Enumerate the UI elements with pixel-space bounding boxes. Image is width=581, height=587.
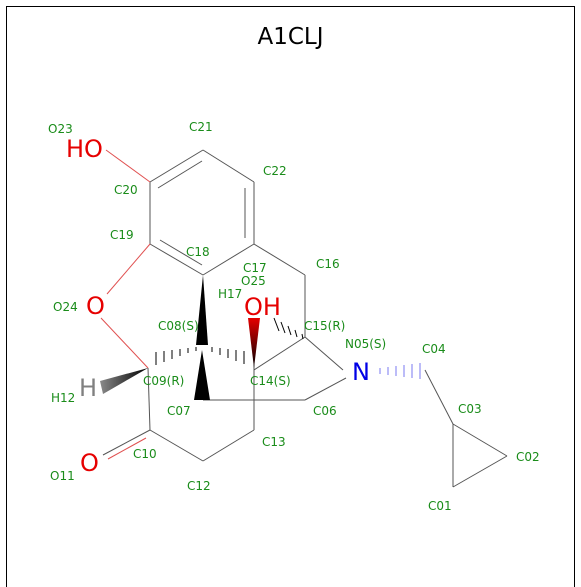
hash-c08-c14 bbox=[211, 347, 245, 364]
label-c08: C08(S) bbox=[158, 319, 199, 333]
label-o25: O25 bbox=[241, 274, 266, 288]
label-o23: O23 bbox=[48, 122, 73, 136]
label-c21: C21 bbox=[189, 120, 213, 134]
label-c17: C17 bbox=[243, 261, 267, 275]
label-c18: C18 bbox=[186, 245, 210, 259]
hash-n05-c04 bbox=[379, 363, 421, 379]
label-n05: N05(S) bbox=[345, 337, 386, 351]
label-c16: C16 bbox=[316, 257, 340, 271]
label-c12: C12 bbox=[187, 479, 211, 493]
label-c22: C22 bbox=[263, 164, 287, 178]
nitrogen-n05-symbol: N bbox=[352, 358, 370, 386]
label-o24: O24 bbox=[53, 300, 78, 314]
hydroxyl-o23-symbol: HO bbox=[66, 135, 103, 163]
label-o11: O11 bbox=[50, 469, 75, 483]
hash-c08-c09 bbox=[155, 347, 197, 365]
bond-c20-o23 bbox=[105, 149, 151, 183]
label-c20: C20 bbox=[114, 183, 138, 197]
bond-o24-c09 bbox=[100, 317, 149, 369]
diagram-frame bbox=[6, 6, 575, 587]
wedge-c08-c07 bbox=[194, 350, 210, 400]
label-h17: H17 bbox=[218, 287, 242, 301]
ring-oxygen-o24-symbol: O bbox=[86, 292, 105, 320]
label-c13: C13 bbox=[262, 435, 286, 449]
wedge-c14-o25 bbox=[248, 318, 260, 368]
bond-c10-o11 bbox=[102, 429, 151, 456]
diagram-title: A1CLJ bbox=[257, 24, 324, 50]
aromatic-ring-bonds bbox=[149, 149, 255, 276]
hash-c15-h17 bbox=[273, 317, 304, 340]
label-c19: C19 bbox=[110, 228, 134, 242]
label-c15: C15(R) bbox=[304, 319, 345, 333]
label-c02: C02 bbox=[516, 450, 540, 464]
label-c10: C10 bbox=[133, 447, 157, 461]
label-c03: C03 bbox=[458, 402, 482, 416]
label-c09: C09(R) bbox=[143, 374, 184, 388]
label-c07: C07 bbox=[167, 404, 191, 418]
hydrogen-h12-symbol: H bbox=[79, 374, 97, 402]
label-c04: C04 bbox=[422, 342, 446, 356]
label-c14: C14(S) bbox=[250, 374, 291, 388]
hydroxyl-o25-symbol: OH bbox=[244, 293, 281, 321]
bond-c10-o11-double bbox=[107, 437, 147, 460]
label-c06: C06 bbox=[313, 404, 337, 418]
wedge-c08-c18 bbox=[196, 275, 208, 345]
label-c01: C01 bbox=[428, 499, 452, 513]
keto-oxygen-o11-symbol: O bbox=[80, 449, 99, 477]
wedge-c09-h12 bbox=[100, 368, 148, 394]
label-h12: H12 bbox=[51, 391, 75, 405]
bond-c19-o24 bbox=[106, 243, 151, 295]
